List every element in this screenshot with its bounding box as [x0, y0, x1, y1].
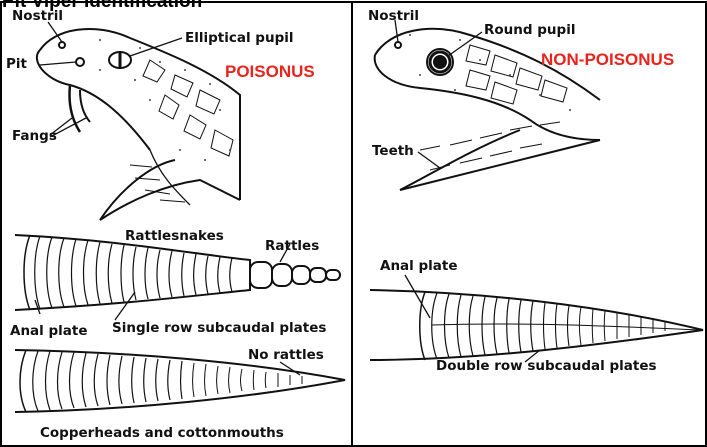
label-anal-plate-right: Anal plate	[380, 258, 458, 274]
label-teeth: Teeth	[372, 143, 414, 159]
label-copperheads: Copperheads and cottonmouths	[40, 425, 284, 441]
label-nostril-right: Nostril	[368, 8, 419, 24]
poisonous-verdict: POISONUS	[225, 62, 315, 82]
left-leader-lines	[40, 22, 182, 137]
tail-leader-lines	[35, 244, 290, 320]
pit-viper-head-illustration	[37, 29, 240, 220]
label-pit: Pit	[6, 56, 27, 72]
label-rattlesnakes: Rattlesnakes	[125, 228, 224, 244]
label-single-row: Single row subcaudal plates	[112, 320, 326, 336]
non-poisonous-verdict: NON-POISONUS	[541, 50, 674, 70]
label-anal-plate-left: Anal plate	[10, 323, 88, 339]
label-no-rattles: No rattles	[248, 347, 324, 363]
label-elliptical-pupil: Elliptical pupil	[185, 30, 293, 46]
label-fangs: Fangs	[12, 128, 57, 144]
label-round-pupil: Round pupil	[484, 22, 575, 38]
label-nostril-left: Nostril	[12, 8, 63, 24]
label-double-row: Double row subcaudal plates	[436, 358, 657, 374]
right-tail-leaders	[405, 275, 540, 362]
no-rattles-leader	[280, 362, 300, 375]
label-rattles: Rattles	[265, 238, 319, 254]
